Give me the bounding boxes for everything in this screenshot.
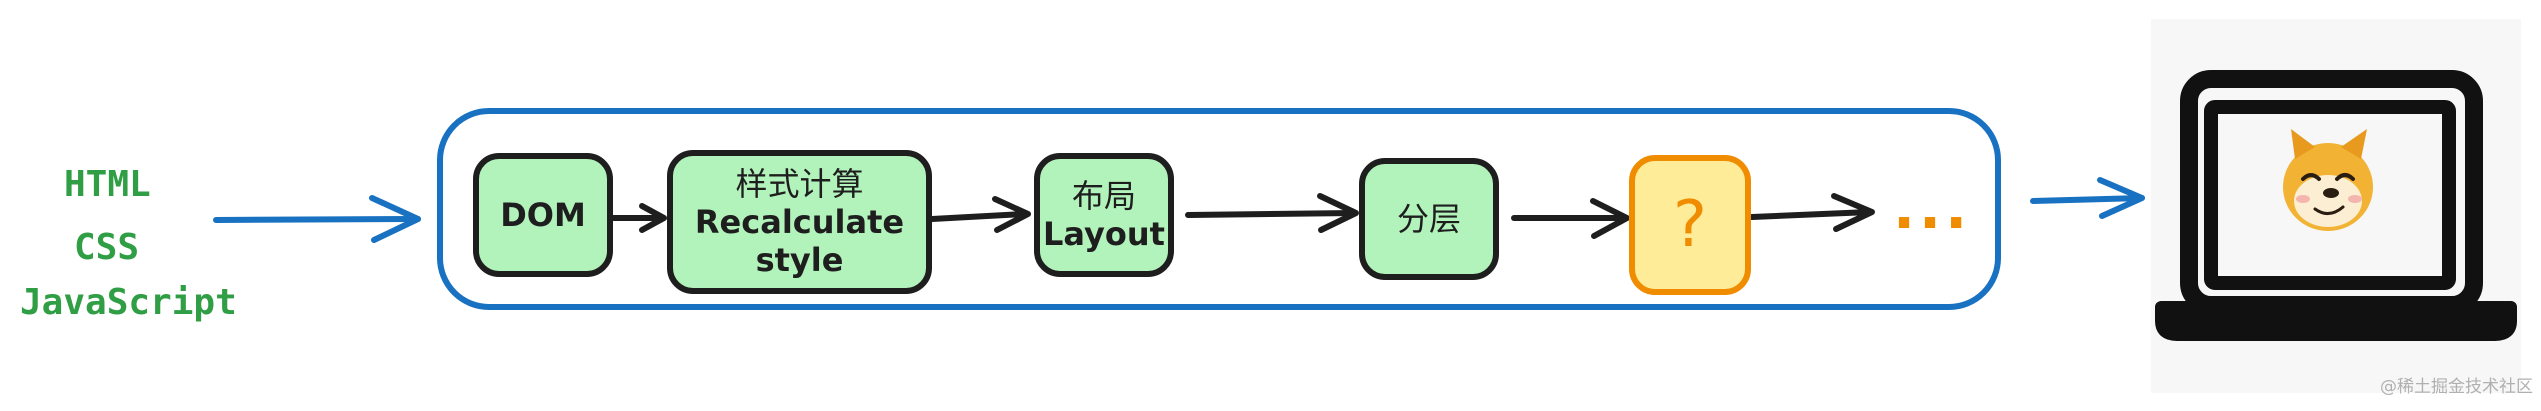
input-label-html: HTML (64, 164, 151, 205)
output-arrow (2030, 177, 2145, 219)
arrow-layer-to-unknown (1511, 198, 1630, 239)
doge-face-icon (2283, 129, 2373, 231)
rendering-pipeline-frame (437, 108, 2001, 310)
arrow-dom-to-style (610, 203, 667, 233)
question-mark-label: ? (1673, 188, 1707, 262)
step-layout-en: Layout (1043, 215, 1165, 253)
input-label-css: CSS (74, 227, 140, 268)
laptop-icon (2155, 70, 2517, 341)
step-dom: DOM (473, 153, 613, 277)
arrow-style-to-layout (929, 196, 1031, 233)
step-layer: 分层 (1359, 158, 1499, 280)
step-recalculate-style-en-1: Recalculate (694, 203, 905, 241)
step-recalculate-style-en-2: style (755, 241, 844, 279)
step-unknown: ? (1629, 155, 1751, 295)
step-dom-label: DOM (500, 196, 586, 234)
step-layout: 布局 Layout (1034, 153, 1174, 277)
step-layer-label: 分层 (1396, 200, 1461, 238)
input-label-javascript: JavaScript (20, 282, 237, 323)
arrow-layout-to-layer (1185, 193, 1359, 233)
step-recalculate-style-cn: 样式计算 (735, 165, 864, 203)
arrow-unknown-to-more (1749, 193, 1875, 232)
step-layout-cn: 布局 (1071, 177, 1136, 215)
more-steps-ellipsis: ... (1893, 174, 1972, 242)
watermark: @稀土掘金技术社区 (2380, 377, 2533, 397)
input-arrow (213, 195, 421, 243)
step-recalculate-style: 样式计算 Recalculate style (667, 150, 932, 294)
